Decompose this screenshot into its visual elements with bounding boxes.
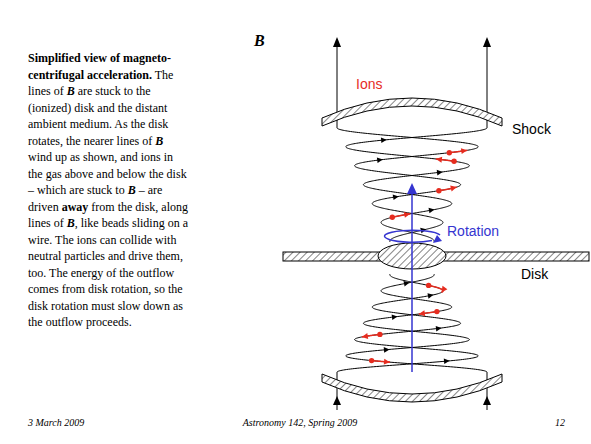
ion-dot [377, 332, 382, 337]
ion-arrowhead [404, 212, 411, 218]
ion-dot [390, 215, 395, 220]
field-arrowhead [333, 396, 341, 405]
wound-field-line [346, 274, 487, 372]
wound-field-line [337, 274, 478, 372]
shock-label: Shock [512, 121, 551, 137]
rotation-axis-head [407, 183, 417, 194]
field-symbol: B [128, 183, 136, 197]
field-arrowhead [377, 158, 383, 164]
field-arrowhead [437, 170, 443, 176]
field-arrowhead [392, 314, 398, 320]
ion-dot [426, 283, 431, 288]
ion-arrowhead [436, 157, 442, 163]
shock-front [322, 98, 502, 126]
field-arrowhead [429, 208, 435, 214]
ion-arrowhead [461, 148, 467, 154]
rotation-axis [411, 192, 413, 372]
rotation-arrowhead [433, 235, 442, 243]
body-text: wind up as shown, and ions in the gas ab… [28, 150, 187, 197]
ion-arrowhead [450, 186, 457, 192]
ion-dot [369, 358, 374, 363]
field-symbol: B [67, 84, 75, 98]
description-text: Simplified view of magneto-centrifugal a… [28, 50, 190, 331]
rotation-label: Rotation [447, 223, 499, 239]
ion-arrowhead [442, 286, 448, 293]
disk-label: Disk [521, 266, 548, 282]
ions-label: Ions [356, 76, 382, 92]
emphasis-text: away [62, 200, 89, 214]
field-arrowhead [404, 281, 410, 287]
footer-page: 12 [555, 417, 565, 429]
helix-group [337, 128, 487, 372]
ion-arrowhead [419, 310, 425, 316]
field-arrowhead [381, 138, 387, 144]
ion-dot [434, 309, 439, 314]
field-arrowhead [393, 195, 399, 201]
field-symbol: B [155, 134, 163, 148]
field-label: B [254, 32, 265, 50]
body-text: , like beads sliding on a wire. The ions… [28, 216, 188, 329]
field-arrowhead [483, 37, 491, 47]
footer-course: Astronomy 142, Spring 2009 [150, 417, 450, 429]
footer-date: 3 March 2009 [28, 417, 84, 429]
field-arrowhead [428, 293, 434, 299]
ion-dot [436, 188, 441, 193]
field-arrowhead [436, 326, 442, 332]
ion-dot [447, 150, 452, 155]
ion-arrowhead [362, 333, 368, 339]
shock-front [322, 374, 502, 402]
field-arrowhead [444, 359, 450, 365]
rotation-ellipse [385, 230, 440, 242]
ion-arrowhead [384, 359, 390, 365]
field-symbol: B [67, 216, 75, 230]
field-arrowhead [333, 37, 341, 47]
field-arrowhead [483, 396, 491, 405]
slide-heading: Simplified view of magneto-centrifugal a… [28, 51, 171, 82]
field-arrowhead [384, 347, 390, 353]
ion-dot [451, 159, 456, 164]
